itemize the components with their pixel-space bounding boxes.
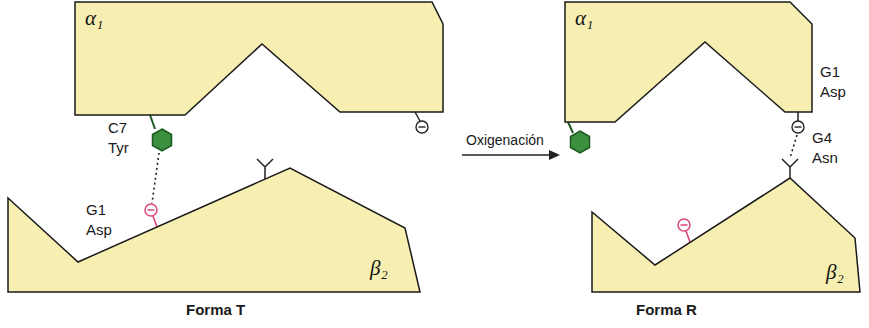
- carboxylate-stem: [153, 216, 157, 227]
- subunit-outline: [563, 0, 815, 126]
- tyr-stem: [568, 122, 573, 133]
- tyr-stem: [150, 115, 155, 129]
- carboxylate-symbol: [145, 204, 157, 216]
- reaction-arrow: [462, 154, 550, 156]
- minus-sign: [419, 126, 426, 127]
- subunit-name-box: β₂: [826, 260, 844, 285]
- alpha1-subunit: α₁: [563, 0, 815, 126]
- subunit-name-box: α₁: [575, 6, 593, 31]
- tyr-ring: [571, 131, 590, 153]
- carboxylate-symbol: [416, 121, 428, 133]
- minus-sign: [148, 209, 155, 211]
- carboxylate-stem: [415, 112, 420, 121]
- alpha1-subunit: α₁: [73, 0, 447, 120]
- subunit-name-box: α₁: [85, 6, 103, 31]
- residue-label: G4 Asn: [812, 128, 838, 167]
- minus-sign: [681, 224, 688, 226]
- tyr-ring: [153, 129, 172, 151]
- hydrogen-bond: [790, 135, 797, 158]
- arrow-label: Oxigenación: [466, 131, 544, 149]
- residue-label: G1 Asp: [820, 62, 846, 101]
- carboxylate-stem: [686, 231, 690, 242]
- arrow-head: [549, 150, 560, 160]
- subunit-shape: [592, 178, 860, 292]
- carboxylate-symbol: [678, 219, 690, 231]
- minus-sign: [795, 126, 802, 127]
- subunit-shape: [75, 2, 443, 115]
- subunit-name-box: β₂: [370, 256, 388, 281]
- residue-label: G1 Asp: [86, 200, 112, 239]
- subunit-outline: [73, 0, 447, 120]
- subunit-name: α₁: [575, 6, 593, 30]
- subunit-shape: [8, 168, 420, 292]
- subunit-name: β₂: [370, 256, 388, 280]
- form-label: Forma T: [186, 300, 245, 320]
- subunit-shape: [565, 2, 812, 122]
- subunit-outline: [6, 164, 424, 294]
- residue-label: C7 Tyr: [108, 118, 129, 157]
- carboxylate-symbol: [792, 121, 804, 133]
- form-label: Forma R: [636, 300, 697, 320]
- subunit-name: β₂: [826, 260, 844, 284]
- beta2-subunit: β₂: [590, 176, 862, 294]
- subunit-name: α₁: [85, 6, 103, 30]
- hydrogen-bond: [152, 153, 159, 203]
- asn-fork: [782, 159, 798, 178]
- subunit-outline: [590, 176, 862, 294]
- beta2-subunit: β₂: [6, 164, 424, 294]
- carboxylate-stem: [797, 112, 799, 121]
